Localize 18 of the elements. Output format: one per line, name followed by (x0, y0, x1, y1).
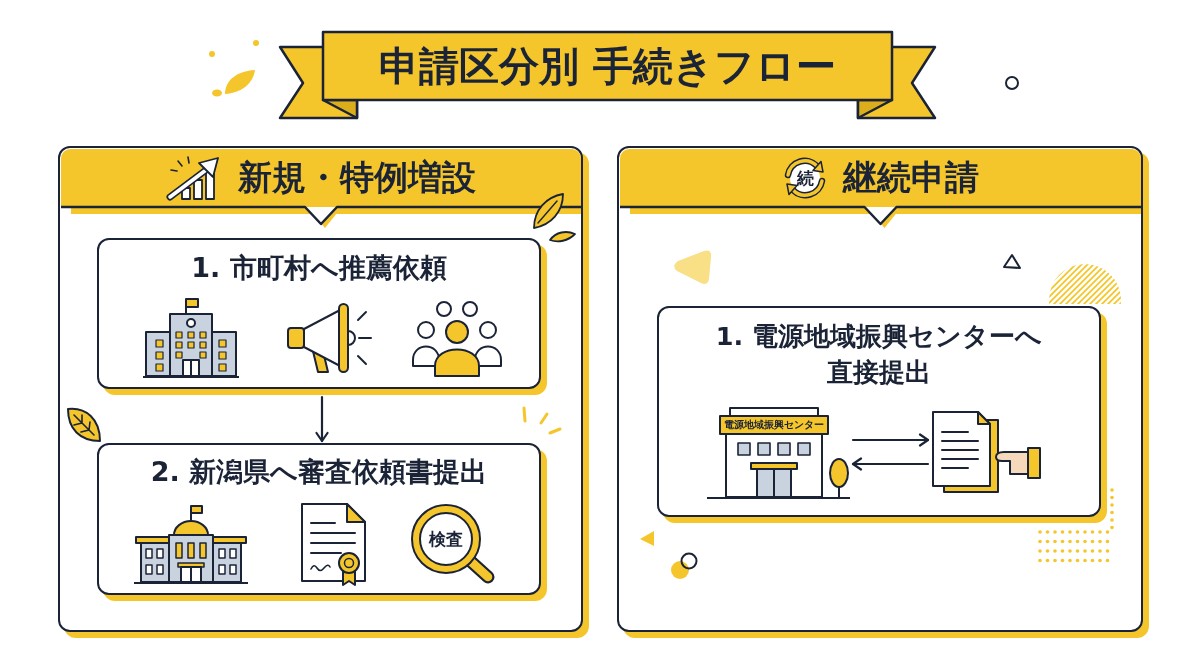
icon-label: 続 (796, 168, 814, 187)
sign-text: 電源地域振興センター (724, 419, 824, 431)
panel-heading: 継続申請 (843, 157, 979, 198)
arrow (851, 433, 930, 447)
panel (58, 146, 589, 638)
step-title: 1. 市町村へ推薦依頼 (191, 252, 447, 283)
arrow (315, 395, 329, 443)
title: 申請区分別 手続きフロー (379, 41, 836, 91)
step-title: 2. 新潟県へ審査依頼書提出 (150, 456, 488, 487)
panel-heading: 新規・特例増設 (237, 157, 476, 198)
step-title: 1. 電源地域振興センターへ直接提出 (715, 321, 1043, 387)
arrow (851, 457, 930, 471)
step-box (97, 443, 547, 601)
panel (617, 146, 1149, 638)
icon-label: 検査 (429, 529, 463, 549)
step-box (657, 306, 1107, 523)
hand-holding-documents-icon (930, 410, 1042, 494)
step-box (97, 238, 547, 395)
